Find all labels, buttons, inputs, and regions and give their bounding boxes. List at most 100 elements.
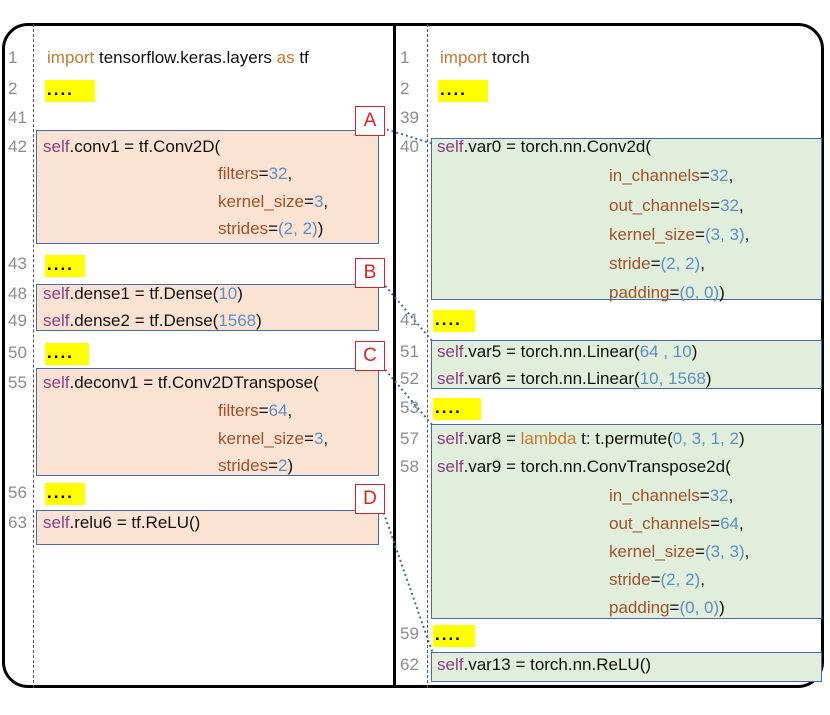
param-name: strides: [218, 219, 269, 238]
param-name: kernel_size: [218, 429, 304, 448]
tf-conv1-kernel-arg: kernel_size=3,: [218, 192, 329, 211]
arg-value: 10, 1568: [639, 369, 706, 388]
param-value: 32: [720, 196, 739, 215]
code-text: .var6 = torch.nn.Linear(: [463, 369, 640, 388]
connector-a: [381, 127, 434, 145]
tag-c: C: [355, 341, 385, 371]
param-name: out_channels: [609, 514, 711, 533]
line-number: 42: [8, 137, 27, 156]
line-number: 57: [400, 429, 419, 448]
line-number: 1: [400, 48, 410, 67]
tag-b: B: [355, 258, 385, 288]
self-keyword: self: [437, 429, 464, 448]
tf-dense2-line: self.dense2 = tf.Dense(1568): [43, 311, 262, 331]
torch-var0-out-arg: out_channels=32,: [609, 196, 744, 215]
line-number: 63: [8, 513, 27, 532]
torch-var0-line: self.var0 = torch.nn.Conv2d(: [437, 137, 651, 157]
panel-divider: [393, 24, 396, 688]
line-number: 49: [8, 311, 27, 330]
code-text: .var0 = torch.nn.Conv2d(: [463, 137, 652, 156]
code-text: .dense2 = tf.Dense(: [69, 311, 219, 330]
torch-var13-line: self.var13 = torch.nn.ReLU(): [437, 655, 651, 675]
torch-import-line: import torch: [440, 48, 530, 68]
tf-block-a: [36, 130, 379, 244]
arg-value: 64 , 10: [639, 342, 692, 361]
param-name: filters: [218, 401, 259, 420]
param-name: out_channels: [609, 196, 711, 215]
self-keyword: self: [437, 457, 464, 476]
param-value: 32: [709, 166, 729, 185]
code-text: ): [256, 311, 262, 330]
param-name: padding: [609, 598, 670, 617]
line-number: 48: [8, 284, 27, 303]
tf-conv1-filters-arg: filters=32,: [218, 164, 293, 183]
param-name: kernel_size: [218, 192, 304, 211]
param-name: stride: [609, 570, 651, 589]
line-number: 50: [8, 343, 27, 362]
self-keyword: self: [43, 284, 70, 303]
torch-var5-line: self.var5 = torch.nn.Linear(64 , 10): [437, 342, 697, 362]
param-name: kernel_size: [609, 542, 695, 561]
line-number: 1: [8, 48, 18, 67]
code-text: .deconv1 = tf.Conv2DTranspose(: [69, 373, 319, 392]
torch-var0-kernel-arg: kernel_size=(3, 3),: [609, 225, 750, 244]
self-keyword: self: [43, 137, 70, 156]
ellipsis-marker: ....: [438, 80, 488, 102]
ellipsis-marker: ....: [433, 310, 475, 332]
self-keyword: self: [437, 342, 464, 361]
param-value: (3, 3): [704, 225, 745, 244]
param-name: kernel_size: [609, 225, 695, 244]
line-number: 55: [8, 373, 27, 392]
line-number: 52: [400, 369, 419, 388]
torch-var0-stride-arg: stride=(2, 2),: [609, 254, 705, 273]
line-number: 41: [8, 108, 27, 127]
line-number: 39: [400, 108, 419, 127]
diagram-frame: [2, 23, 824, 688]
torch-var6-line: self.var6 = torch.nn.Linear(10, 1568): [437, 369, 712, 389]
param-name: in_channels: [609, 486, 700, 505]
import-alias: tf: [299, 48, 309, 67]
torch-block-c: [431, 424, 822, 619]
tf-deconv1-kernel-arg: kernel_size=3,: [218, 429, 329, 448]
self-keyword: self: [43, 311, 70, 330]
import-module: torch: [491, 48, 530, 67]
tf-dense1-line: self.dense1 = tf.Dense(10): [43, 284, 243, 304]
import-module: tensorflow.keras.layers: [98, 48, 272, 67]
arg-value: 0, 3, 1, 2: [672, 429, 739, 448]
code-text: ): [738, 429, 745, 448]
import-keyword: import: [440, 48, 488, 67]
param-value: 3: [313, 429, 324, 448]
torch-block-a: [431, 138, 822, 300]
tf-conv1-strides-arg: strides=(2, 2)): [218, 219, 324, 238]
torch-var9-stride-arg: stride=(2, 2),: [609, 570, 705, 589]
self-keyword: self: [437, 369, 464, 388]
param-value: 64: [720, 514, 739, 533]
code-text: ): [705, 369, 712, 388]
param-value: (2, 2): [660, 570, 701, 589]
torch-var8-line: self.var8 = lambda t: t.permute(0, 3, 1,…: [437, 429, 745, 449]
param-value: 3: [313, 192, 324, 211]
line-number: 58: [400, 457, 419, 476]
torch-var0-in-arg: in_channels=32,: [609, 166, 734, 185]
torch-var9-in-arg: in_channels=32,: [609, 486, 734, 505]
line-number: 43: [8, 254, 27, 273]
code-text: .conv1 = tf.Conv2D(: [69, 137, 221, 156]
line-number: 40: [400, 137, 419, 156]
line-number: 2: [8, 79, 18, 98]
connector-b: [381, 281, 434, 343]
code-text: t: t.permute(: [576, 429, 673, 448]
line-number: 59: [400, 624, 419, 643]
ellipsis-marker: ....: [433, 625, 475, 647]
tf-conv1-line: self.conv1 = tf.Conv2D(: [43, 137, 220, 157]
ellipsis-marker: ....: [45, 80, 95, 102]
tf-deconv1-strides-arg: strides=2): [218, 456, 294, 475]
ellipsis-marker: ....: [45, 255, 85, 277]
line-number: 62: [400, 655, 419, 674]
arg-value: 10: [218, 284, 238, 303]
torch-var0-padding-arg: padding=(0, 0)): [609, 283, 725, 302]
tf-block-d: [36, 510, 379, 545]
torch-block-d: [431, 652, 822, 682]
tag-a: A: [355, 106, 385, 136]
tf-deconv1-line: self.deconv1 = tf.Conv2DTranspose(: [43, 373, 319, 393]
